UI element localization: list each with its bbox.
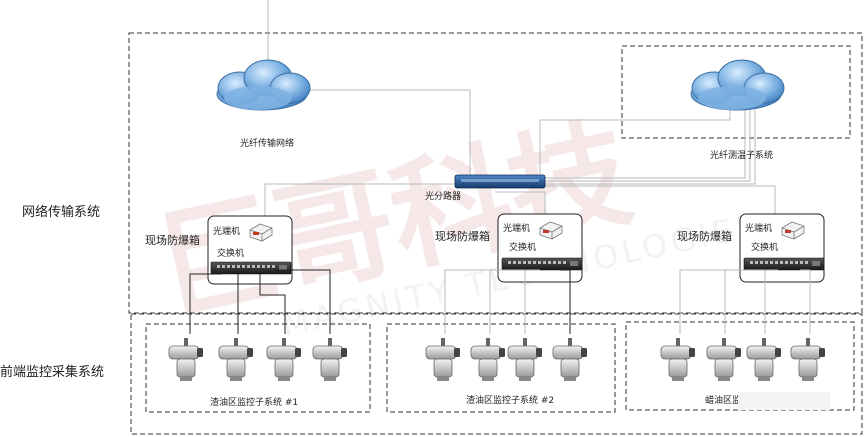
site-box-3-label: 现场防爆箱	[677, 229, 732, 243]
camera-icon	[218, 337, 254, 382]
site-box-2: 现场防爆箱 光端机 交换机	[435, 213, 583, 283]
camera-icon	[168, 337, 204, 382]
fiber-temp-cloud-icon	[690, 59, 785, 111]
site-box-3: 现场防爆箱 光端机 交换机	[677, 213, 825, 283]
camera-icon	[790, 337, 826, 382]
switch-icon	[210, 261, 292, 275]
site-box-3-optical-label: 光端机	[745, 222, 772, 234]
subsystem-1-wiring	[189, 269, 331, 334]
site-box-2-switch-label: 交换机	[509, 241, 536, 253]
switch-icon	[743, 257, 825, 271]
site-box-1-optical-label: 光端机	[213, 225, 240, 237]
fiber-network-cloud-icon	[216, 59, 311, 111]
camera-icon	[266, 337, 302, 382]
subsystem-2-label: 渣油区监控子系统 #2	[466, 394, 554, 406]
camera-icon	[552, 337, 588, 382]
camera-icon	[507, 337, 543, 382]
frontend-system-label: 前端监控采集系统	[0, 364, 104, 380]
site-box-2-optical-label: 光端机	[503, 222, 530, 234]
fiber-temp-label: 光纤测温子系统	[710, 149, 773, 161]
site-box-2-label: 现场防爆箱	[435, 229, 490, 243]
camera-icon	[746, 337, 782, 382]
occlusion-patch	[738, 392, 830, 410]
camera-icon	[706, 337, 742, 382]
network-system-label: 网络传输系统	[22, 204, 100, 220]
camera-icon	[660, 337, 696, 382]
frontend-region	[130, 313, 863, 435]
subsystem-1-label: 渣油区监控子系统 #1	[210, 396, 298, 408]
subsystem-1-region	[145, 323, 371, 413]
site-box-3-switch-label: 交换机	[751, 241, 778, 253]
splitter-label: 光分路器	[425, 190, 461, 202]
fiber-temp-region	[621, 45, 851, 139]
subsystem-2-region	[386, 323, 616, 413]
site-box-1: 现场防爆箱 光端机 交换机	[145, 215, 293, 285]
network-region	[128, 32, 863, 314]
subsystem-3-region	[625, 321, 855, 411]
optical-splitter	[454, 174, 546, 189]
subsystem-3-wiring	[679, 269, 811, 334]
camera-icon	[470, 337, 506, 382]
subsystem-2-wiring	[444, 269, 571, 334]
camera-icon	[425, 337, 461, 382]
fiber-network-label: 光纤传输网络	[240, 137, 294, 149]
site-box-1-label: 现场防爆箱	[145, 233, 200, 247]
site-box-1-switch-label: 交换机	[217, 247, 244, 259]
switch-icon	[501, 257, 583, 271]
camera-icon	[312, 337, 348, 382]
